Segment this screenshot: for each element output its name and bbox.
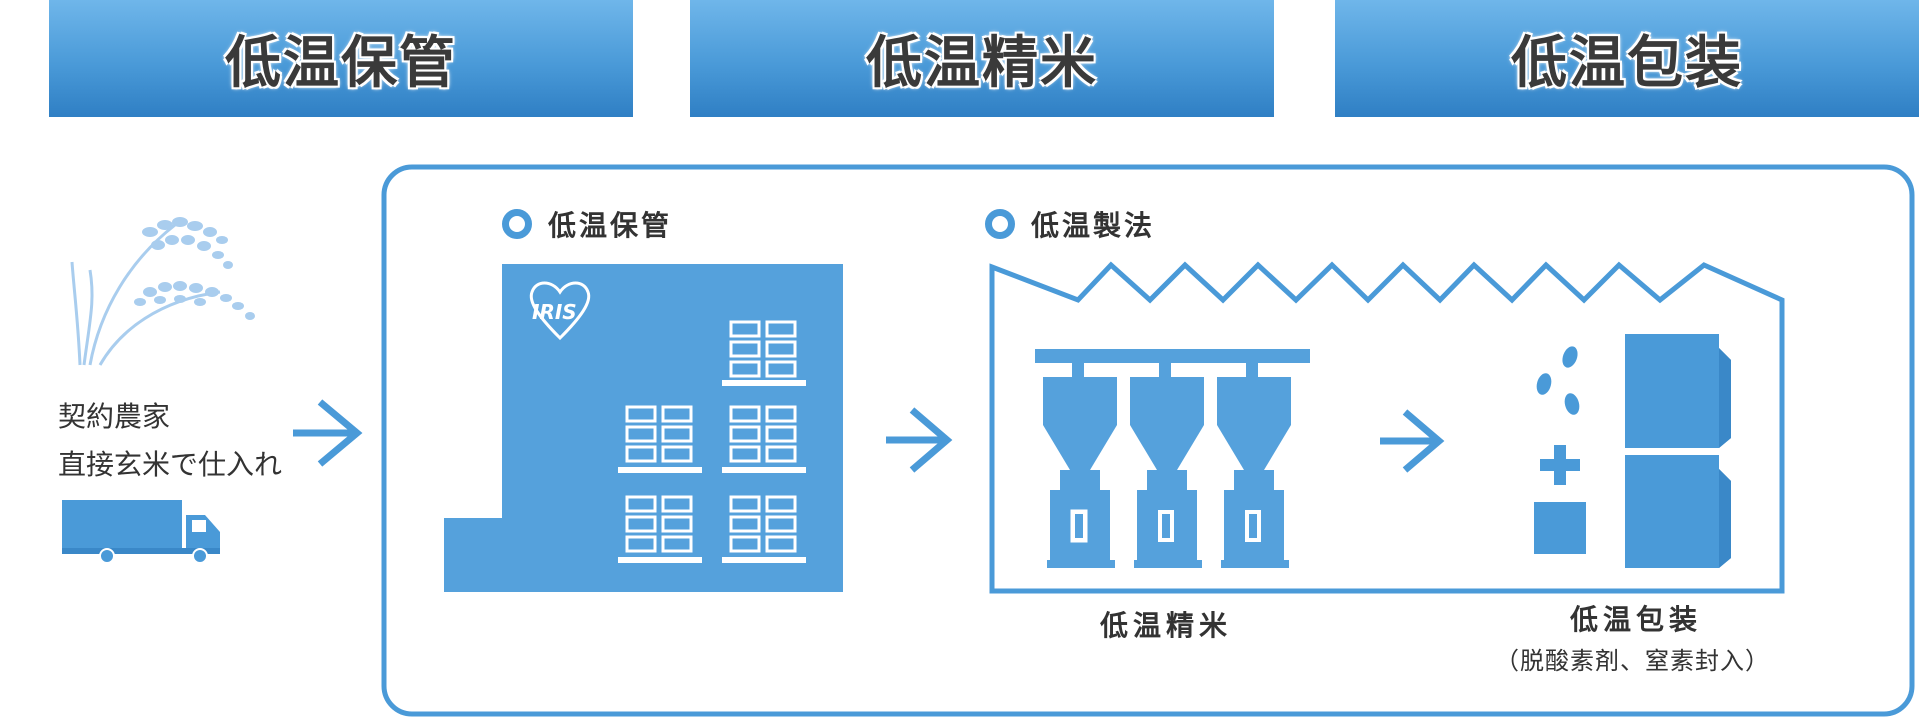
farm-label-line1: 契約農家 — [58, 400, 171, 433]
bullet-icon — [502, 209, 532, 239]
arrow-right-icon — [886, 407, 953, 473]
banner-storage-label: 低温保管 — [225, 31, 457, 96]
truck-icon — [62, 500, 220, 564]
banner-packaging-label: 低温包装 — [1511, 31, 1743, 96]
pallet-bases — [618, 380, 806, 563]
section-title-process: 低温製法 — [985, 204, 1155, 244]
iris-logo-text: IRIS — [532, 300, 577, 324]
process-frame — [381, 164, 1915, 717]
pallet-stacks — [625, 320, 797, 553]
caption-packaging: 低温包装 — [1570, 603, 1703, 636]
caption-polishing: 低温精米 — [1100, 609, 1233, 642]
banner-polishing: 低温精米 — [690, 0, 1274, 117]
caption-packaging-sub: （脱酸素剤、窒素封入） — [1495, 647, 1770, 675]
iris-logo-heart — [529, 281, 591, 341]
banner-packaging: 低温包装 — [1335, 0, 1919, 117]
rice-bags-icon — [1625, 334, 1731, 568]
banner-polishing-label: 低温精米 — [866, 31, 1098, 96]
banner-storage: 低温保管 — [49, 0, 633, 117]
arrow-right-icon — [293, 399, 363, 467]
section-title-storage-label: 低温保管 — [548, 209, 673, 242]
rice-plant-icon — [70, 217, 255, 366]
section-title-process-label: 低温製法 — [1031, 209, 1156, 242]
oxygen-absorber-icon — [1534, 346, 1586, 554]
arrow-right-icon — [1380, 409, 1445, 473]
machine-window-inner — [1075, 514, 1257, 538]
rice-polishing-machines-icon — [1035, 349, 1310, 568]
section-title-storage: 低温保管 — [502, 204, 672, 244]
farm-label-line2: 直接玄米で仕入れ — [58, 448, 283, 481]
factory-outline — [989, 261, 1785, 594]
bullet-icon — [985, 209, 1015, 239]
